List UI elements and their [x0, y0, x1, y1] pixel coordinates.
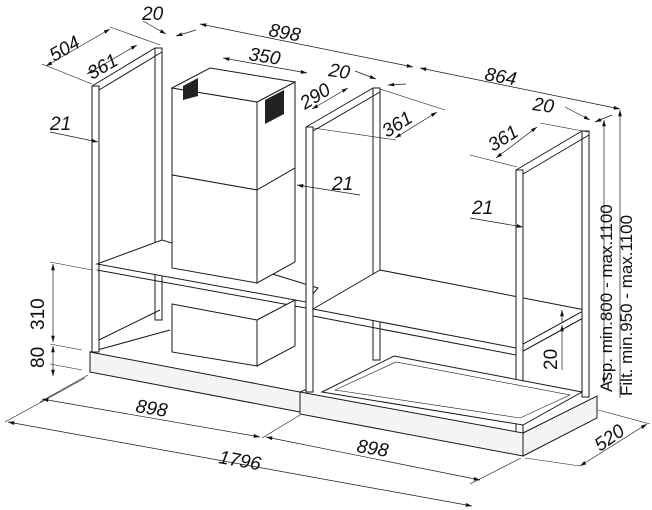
left-base-front — [89, 351, 301, 413]
label-1796: 1796 — [217, 447, 263, 475]
label-898-bottom-right: 898 — [355, 436, 390, 462]
chimney-upper-front — [171, 87, 258, 191]
label-350: 350 — [247, 44, 282, 70]
label-80: 80 — [28, 347, 49, 368]
label-864: 864 — [483, 64, 518, 90]
chimney-top — [170, 67, 297, 103]
chimney-lower-side — [256, 299, 296, 367]
middle-back-upright — [372, 87, 381, 361]
label-290: 290 — [296, 79, 335, 114]
label-898-top: 898 — [267, 20, 302, 46]
middle-frame — [305, 87, 587, 393]
label-height-filtration: Filt. min.950 - max.1100 — [617, 215, 636, 396]
chimney-middle-side — [256, 167, 296, 284]
left-back-upright — [154, 47, 163, 321]
label-20-shelf: 20 — [541, 349, 562, 370]
vent-grille-back — [183, 78, 198, 100]
bottom-tray — [320, 355, 584, 426]
label-520: 520 — [591, 420, 629, 456]
left-front-upright — [91, 85, 100, 353]
label-21-middle: 21 — [331, 174, 353, 195]
label-20-middle: 20 — [326, 60, 351, 84]
label-361-right: 361 — [485, 122, 523, 157]
chimney-middle-front — [171, 174, 258, 284]
label-504: 504 — [46, 32, 84, 66]
label-310: 310 — [28, 298, 49, 330]
label-21-right: 21 — [471, 198, 493, 219]
right-base-side — [522, 395, 598, 457]
dimension-lines — [4, 20, 651, 507]
label-20-left: 20 — [141, 4, 164, 25]
chimney-lower-front — [171, 303, 258, 367]
chimney — [170, 67, 297, 367]
middle-front-upright — [305, 126, 314, 393]
vent-grille-side — [265, 90, 284, 124]
label-height-aspiration: Asp. min.800 - max.1100 — [597, 204, 616, 392]
label-898-bottom-left: 898 — [134, 396, 169, 422]
label-20-right: 20 — [530, 94, 555, 118]
right-back-upright — [581, 130, 590, 398]
label-21-left: 21 — [49, 114, 71, 135]
right-shelf — [311, 269, 587, 349]
label-361-middle: 361 — [379, 108, 417, 143]
